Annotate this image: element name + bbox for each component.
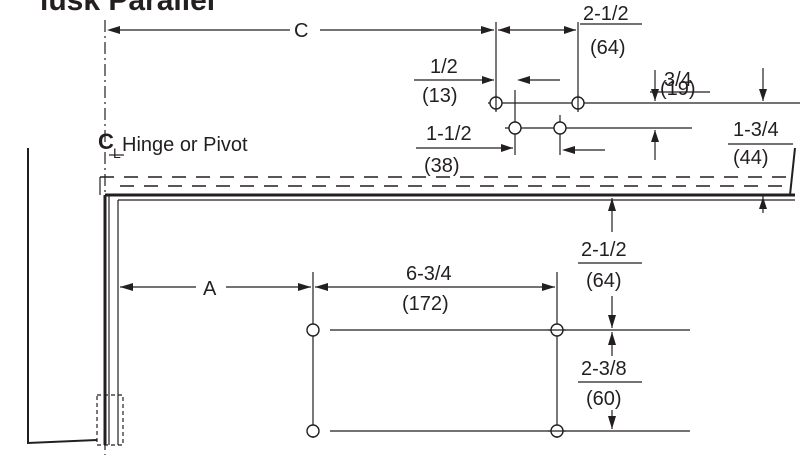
dim-top-spacing-mm: (64) (590, 37, 626, 59)
dim-half-in: 1/2 (430, 56, 458, 78)
dim-vertical-spacing-mm: (60) (586, 388, 622, 410)
dim-bottom-spacing-arrow-right (542, 283, 555, 291)
dim-half-mm: (13) (422, 85, 458, 107)
centerline-symbol-sub: L (113, 145, 121, 161)
dim-offset-in: 2-1/2 (581, 239, 627, 261)
dim-vertical-spacing-arrow-top (608, 332, 616, 345)
dim-half-arrow (482, 76, 494, 84)
dim-vertical-spacing-in: 2-3/8 (581, 358, 627, 380)
dim-c-arrow-left (107, 26, 120, 34)
dim-bottom-spacing-in: 6-3/4 (406, 263, 452, 285)
dim-one-half-mm: (38) (424, 155, 460, 177)
dim-offset-mm: (64) (586, 270, 622, 292)
dim-one-half-arrow (501, 144, 513, 152)
dim-c-label: C (294, 20, 308, 42)
dim-one-three-quarter-arrow (759, 197, 767, 209)
mount-hole-4 (553, 121, 567, 135)
dim-three-quarter-in: 3/4 (664, 69, 692, 91)
dim-three-quarter-arrow (651, 89, 659, 101)
dim-vertical-spacing-arrow-bottom (608, 416, 616, 429)
dim-bottom-spacing-mm: (172) (402, 293, 449, 315)
dim-top-spacing-arrow-left (498, 26, 510, 34)
dim-offset-arrow-bottom (608, 315, 616, 328)
dim-one-half-arrow-right (562, 146, 575, 154)
dim-top-spacing-arrow-right (564, 26, 576, 34)
dim-top-spacing-in: 2-1/2 (583, 3, 629, 25)
dim-one-three-quarter-mm: (44) (733, 147, 769, 169)
dim-a-label: A (203, 278, 217, 300)
diagram-heading: lusk Parallel (40, 0, 215, 17)
dim-a-arrow-right (298, 283, 311, 291)
lower-hole-1 (306, 323, 320, 337)
lower-hole-3 (306, 424, 320, 438)
dim-three-quarter-mm: (19) (660, 78, 696, 100)
centerline-symbol: C (98, 129, 114, 154)
mount-hole-3 (508, 121, 522, 135)
dim-three-quarter-arrow-right (759, 89, 767, 101)
dim-half-arrow-right (517, 76, 530, 84)
pivot-hidden-box (96, 394, 124, 446)
door-end-edge (789, 147, 796, 196)
dim-row-offset-arrow (651, 130, 659, 142)
dim-c-arrow-right (481, 26, 494, 34)
dim-offset-arrow-top (608, 198, 616, 211)
dim-one-half-in: 1-1/2 (426, 123, 472, 145)
dim-a-arrow-left (120, 283, 133, 291)
dim-one-three-quarter-in: 1-3/4 (733, 119, 779, 141)
frame-jamb-outline (27, 148, 98, 445)
dim-bottom-spacing-arrow-left (315, 283, 328, 291)
hinge-label: Hinge or Pivot (122, 134, 248, 156)
